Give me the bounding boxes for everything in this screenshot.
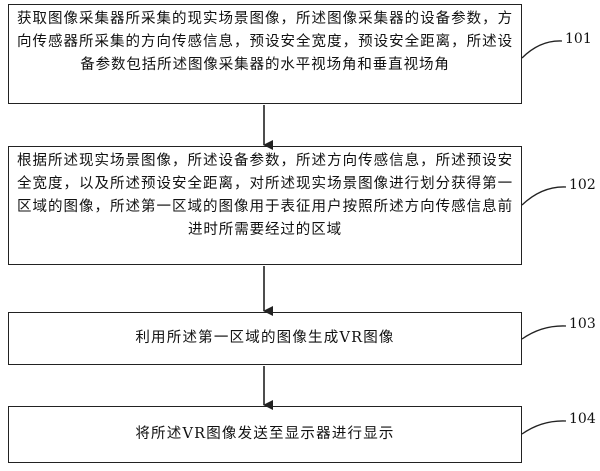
step-102-text: 根据所述现实场景图像，所述设备参数，所述方向传感信息，所述预设安全宽度，以及所述… (17, 153, 513, 238)
step-103-text: 利用所述第一区域的图像生成VR图像 (135, 330, 395, 346)
step-101-box: 获取图像采集器所采集的现实场景图像，所述图像采集器的设备参数，方向传感器所采集的… (8, 4, 522, 104)
leader-102 (521, 186, 567, 206)
step-label-103: 103 (569, 316, 596, 332)
leader-103 (521, 325, 567, 340)
leader-104 (521, 420, 567, 435)
step-104-text: 将所述VR图像发送至显示器进行显示 (135, 426, 395, 442)
leader-101 (521, 40, 563, 59)
step-label-102: 102 (569, 177, 596, 193)
step-101-text: 获取图像采集器所采集的现实场景图像，所述图像采集器的设备参数，方向传感器所采集的… (17, 11, 513, 73)
step-104-box: 将所述VR图像发送至显示器进行显示 (8, 406, 522, 463)
step-label-101: 101 (565, 31, 592, 47)
step-103-box: 利用所述第一区域的图像生成VR图像 (8, 312, 522, 365)
step-label-104: 104 (569, 411, 596, 427)
